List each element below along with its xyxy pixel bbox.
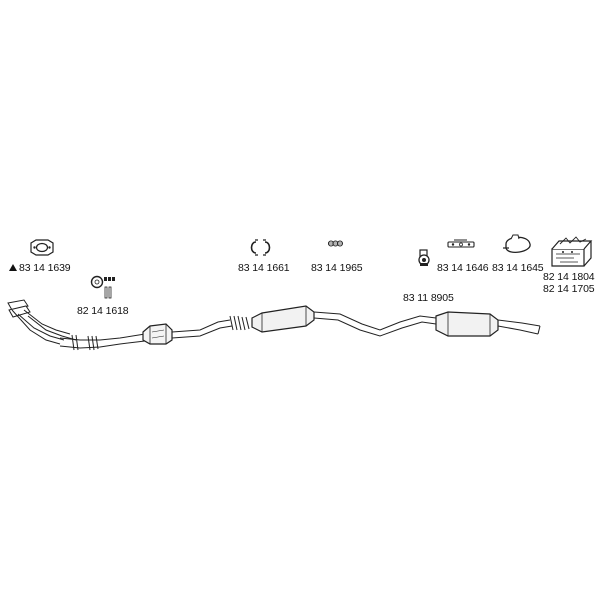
part-number-clip-pair: 83 14 1661 [238, 262, 290, 274]
intermediate-pipe-upper [171, 319, 231, 333]
hanger-clamp-icon [418, 249, 430, 266]
intermediate-pipe-lower [171, 325, 233, 339]
part-number-mounting-strip: 83 14 1646 [437, 262, 489, 274]
exhaust-manifold [7, 299, 77, 345]
mounting-kit-box-icon [551, 236, 593, 267]
part-number-clamp-bolts: 82 14 1618 [77, 305, 129, 317]
mounting-strip-icon [447, 239, 475, 248]
tailpipe-lower [497, 325, 539, 335]
part-number-mounting-kit-2: 82 14 1705 [543, 283, 595, 295]
triangle-marker [9, 264, 17, 271]
intermediate-flex [229, 315, 250, 331]
pipe-clamp-icon [503, 234, 531, 254]
rear-pipe-lower [313, 317, 437, 337]
flex-joint [71, 334, 99, 351]
clip-pair-icon [250, 239, 271, 256]
part-number-mounting-kit-1: 82 14 1804 [543, 271, 595, 283]
gasket-icon [30, 239, 54, 256]
front-pipe-upper [59, 333, 146, 341]
catalytic-converter [142, 323, 173, 345]
middle-silencer [251, 305, 315, 333]
clamp-bolts-icon [90, 275, 115, 299]
part-number-hanger-clamp: 83 11 8905 [403, 292, 454, 304]
exhaust-assembly [7, 299, 541, 351]
tailpipe-upper [497, 319, 541, 327]
part-number-gasket-front: 83 14 1639 [9, 262, 71, 274]
rear-silencer [435, 311, 499, 337]
tailpipe-end [537, 325, 541, 335]
rubber-hangers-icon [328, 240, 343, 247]
part-number-pipe-clamp: 83 14 1645 [492, 262, 544, 274]
rear-pipe-upper [313, 311, 437, 331]
part-number-rubber-hangers: 83 14 1965 [311, 262, 363, 274]
